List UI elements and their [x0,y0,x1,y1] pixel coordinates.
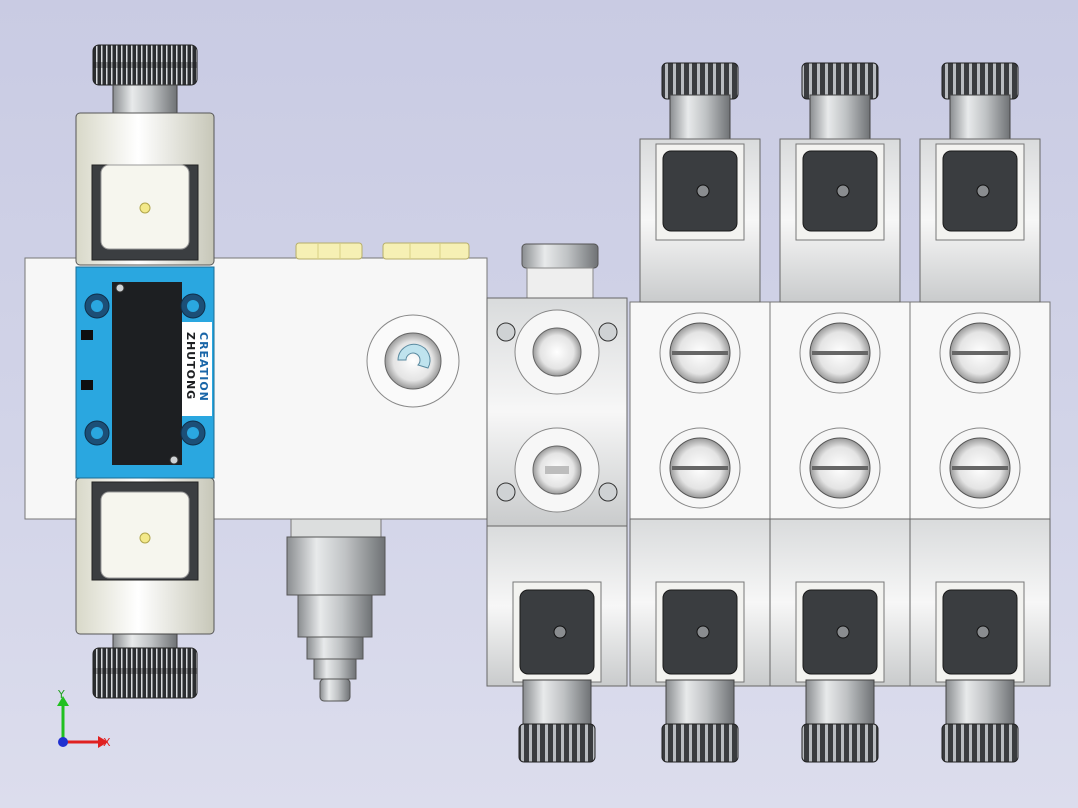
y-axis-label: Y [57,688,65,701]
bore-slot [812,466,868,470]
bore-slot [952,466,1008,470]
cartridge-valve [286,518,386,702]
coil-nut [805,679,875,725]
top-solenoid [75,112,215,266]
coil-screw [836,184,850,198]
knurled-cap [801,62,879,100]
knurled-cap [518,723,596,763]
knurled-cap [661,723,739,763]
indicator-light-top [139,202,151,214]
port-plugs-top [295,242,470,260]
coil-nut [809,94,871,140]
bottom-knurled-nut [92,633,198,699]
bottom-solenoid [75,477,215,635]
knurled-cap [941,62,1019,100]
coil-screw [553,625,567,639]
indicator-light-bottom [139,532,151,544]
coil-screw [696,625,710,639]
bore-slot [672,351,728,355]
coil-nut [669,94,731,140]
coil-nut [945,679,1015,725]
knurled-cap [801,723,879,763]
axis-triad: X Y [57,688,111,749]
top-knurled-nut [92,44,198,114]
coil-nut [949,94,1011,140]
bore-slot [812,351,868,355]
brand-line2: ZHUTONG [184,332,197,400]
axis-origin [58,737,68,747]
knurled-cap [661,62,739,100]
coil-nut [522,679,592,725]
coil-nut [665,679,735,725]
x-axis-label: X [103,736,111,749]
subplate-port [366,314,460,408]
valve-body [75,266,215,479]
bore-slot [952,351,1008,355]
coil-screw [976,625,990,639]
brand-line1: CREATION [197,332,210,402]
coil-screw [696,184,710,198]
coil-screw [836,625,850,639]
knurled-cap [941,723,1019,763]
bore-slot [672,466,728,470]
solenoid-sections [512,62,1051,763]
coil-screw [976,184,990,198]
